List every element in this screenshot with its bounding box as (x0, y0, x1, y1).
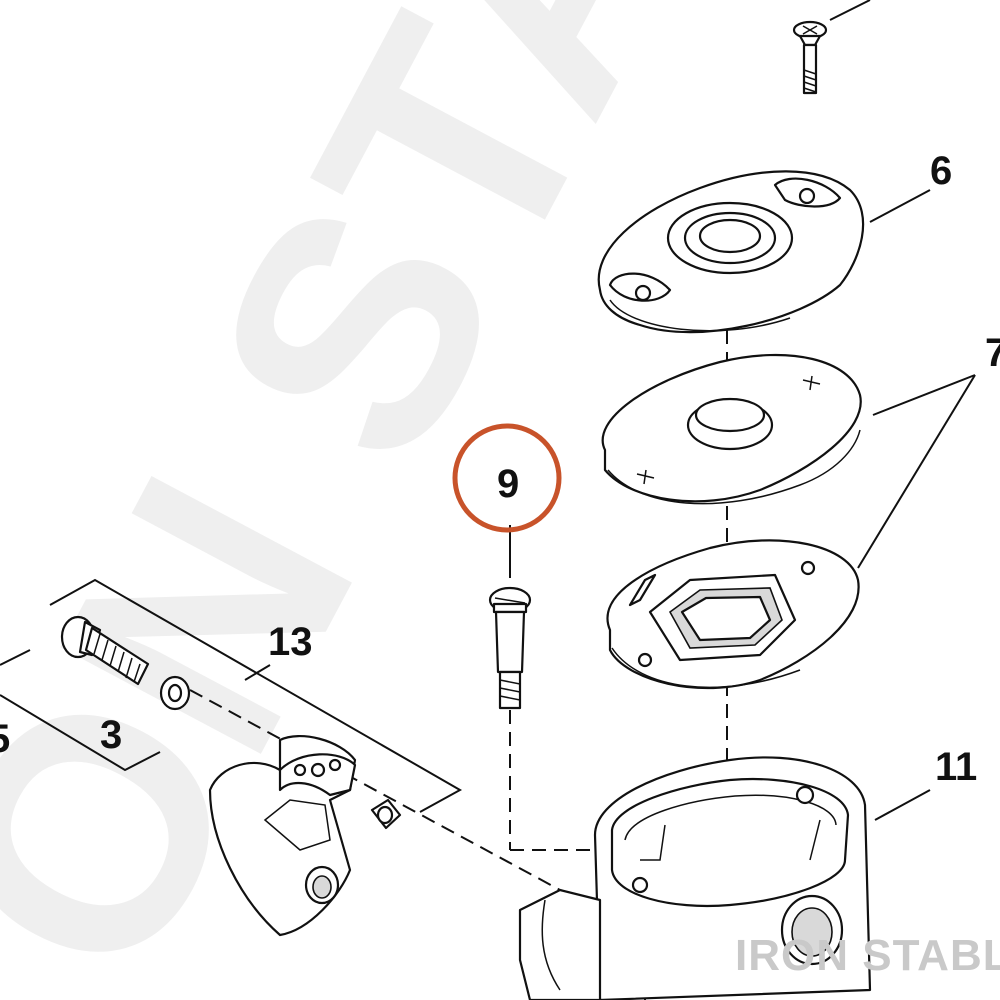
watermark-text: IRON STABLE (735, 931, 1000, 980)
part-9-pivot-pin (488, 525, 532, 710)
callout-9: 9 (497, 462, 519, 506)
callout-7: 7 (985, 331, 1000, 375)
callout-11: 11 (935, 745, 977, 789)
brand-watermark: IRON STABLE (735, 931, 1000, 980)
part-7-gasket (606, 539, 860, 690)
top-screw (792, 0, 871, 95)
part-13-clamp-group (0, 578, 463, 937)
callout-3: 3 (100, 713, 122, 757)
part-7-plate (601, 353, 862, 505)
leaders-upper (857, 189, 976, 569)
callout-6: 6 (930, 149, 952, 193)
part-6-reservoir-cover (597, 170, 865, 334)
callout-labels: 6 7 9 13 3 11 5 (0, 149, 1000, 789)
highlight-circle-9 (452, 423, 562, 533)
callout-5: 5 (0, 717, 10, 761)
part-11-master-cylinder (518, 756, 931, 1000)
callout-13: 13 (268, 620, 313, 664)
